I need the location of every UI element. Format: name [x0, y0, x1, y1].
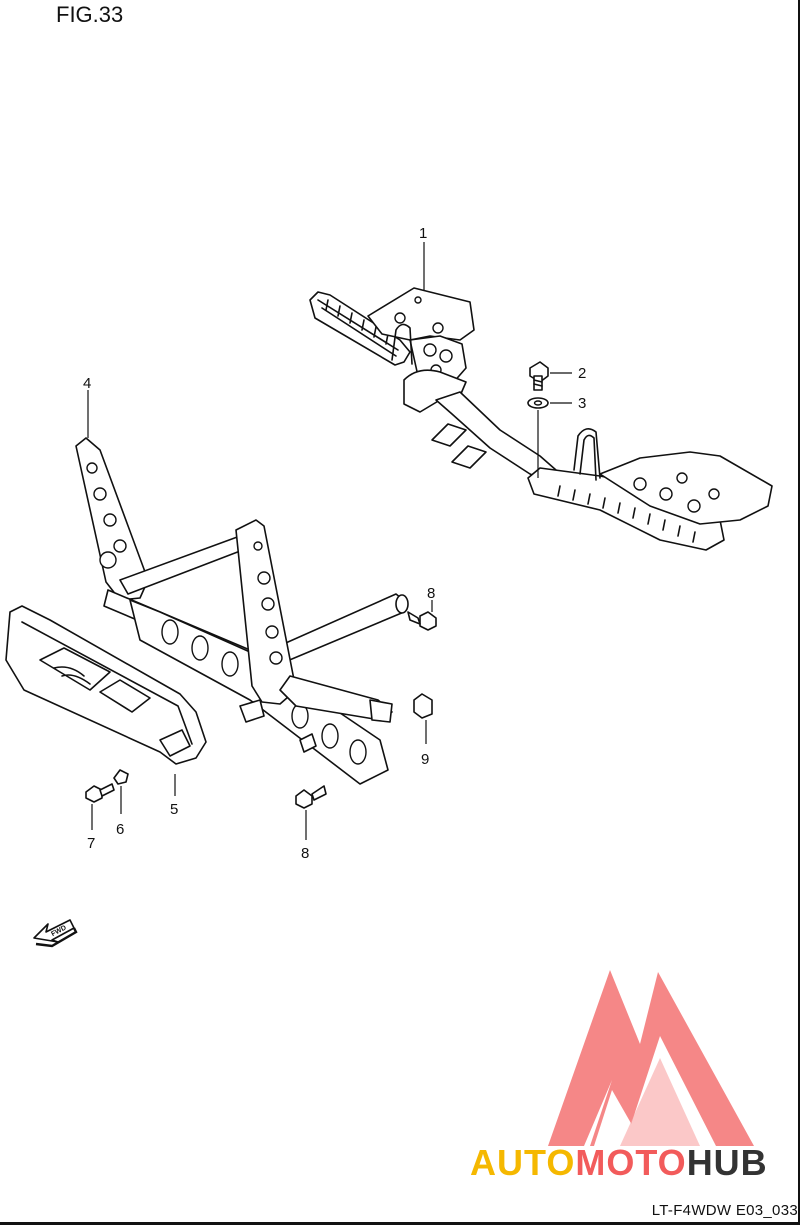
frame-border-bottom — [0, 1222, 800, 1225]
front-guard-cover — [5, 605, 207, 765]
figure-title: FIG.33 — [56, 2, 124, 27]
watermark-hub: HUB — [686, 1142, 768, 1183]
footrest-bracket-assembly — [309, 287, 773, 551]
washer-part-3 — [527, 397, 549, 409]
callout-9: 9 — [421, 751, 429, 768]
watermark-wordmark: AUTOMOTOHUB — [470, 1142, 768, 1184]
callout-2: 2 — [578, 365, 586, 382]
nut-part-6 — [113, 769, 129, 785]
watermark-moto: MOTO — [575, 1142, 687, 1183]
watermark-triangle-logo — [548, 970, 754, 1146]
bolt-part-8-lower — [295, 785, 327, 809]
frame-border-right — [798, 0, 800, 1225]
front-guard-frame — [75, 437, 409, 785]
callout-6: 6 — [116, 821, 124, 838]
bolt-part-2 — [529, 361, 549, 391]
callout-4: 4 — [83, 375, 91, 392]
callout-7: 7 — [87, 835, 95, 852]
nut-clip-part-9 — [413, 693, 433, 719]
screw-part-7 — [85, 783, 115, 803]
bolt-part-8-upper — [407, 611, 437, 631]
drawing-code: LT-F4WDW E03_033 — [651, 1202, 798, 1219]
watermark-auto: AUTO — [470, 1142, 576, 1183]
callout-8-upper: 8 — [427, 585, 435, 602]
callout-5: 5 — [170, 801, 178, 818]
callout-8-lower: 8 — [301, 845, 309, 862]
fwd-arrow-icon: FWD — [33, 919, 78, 948]
callout-3: 3 — [578, 395, 586, 412]
callout-1: 1 — [419, 225, 427, 242]
